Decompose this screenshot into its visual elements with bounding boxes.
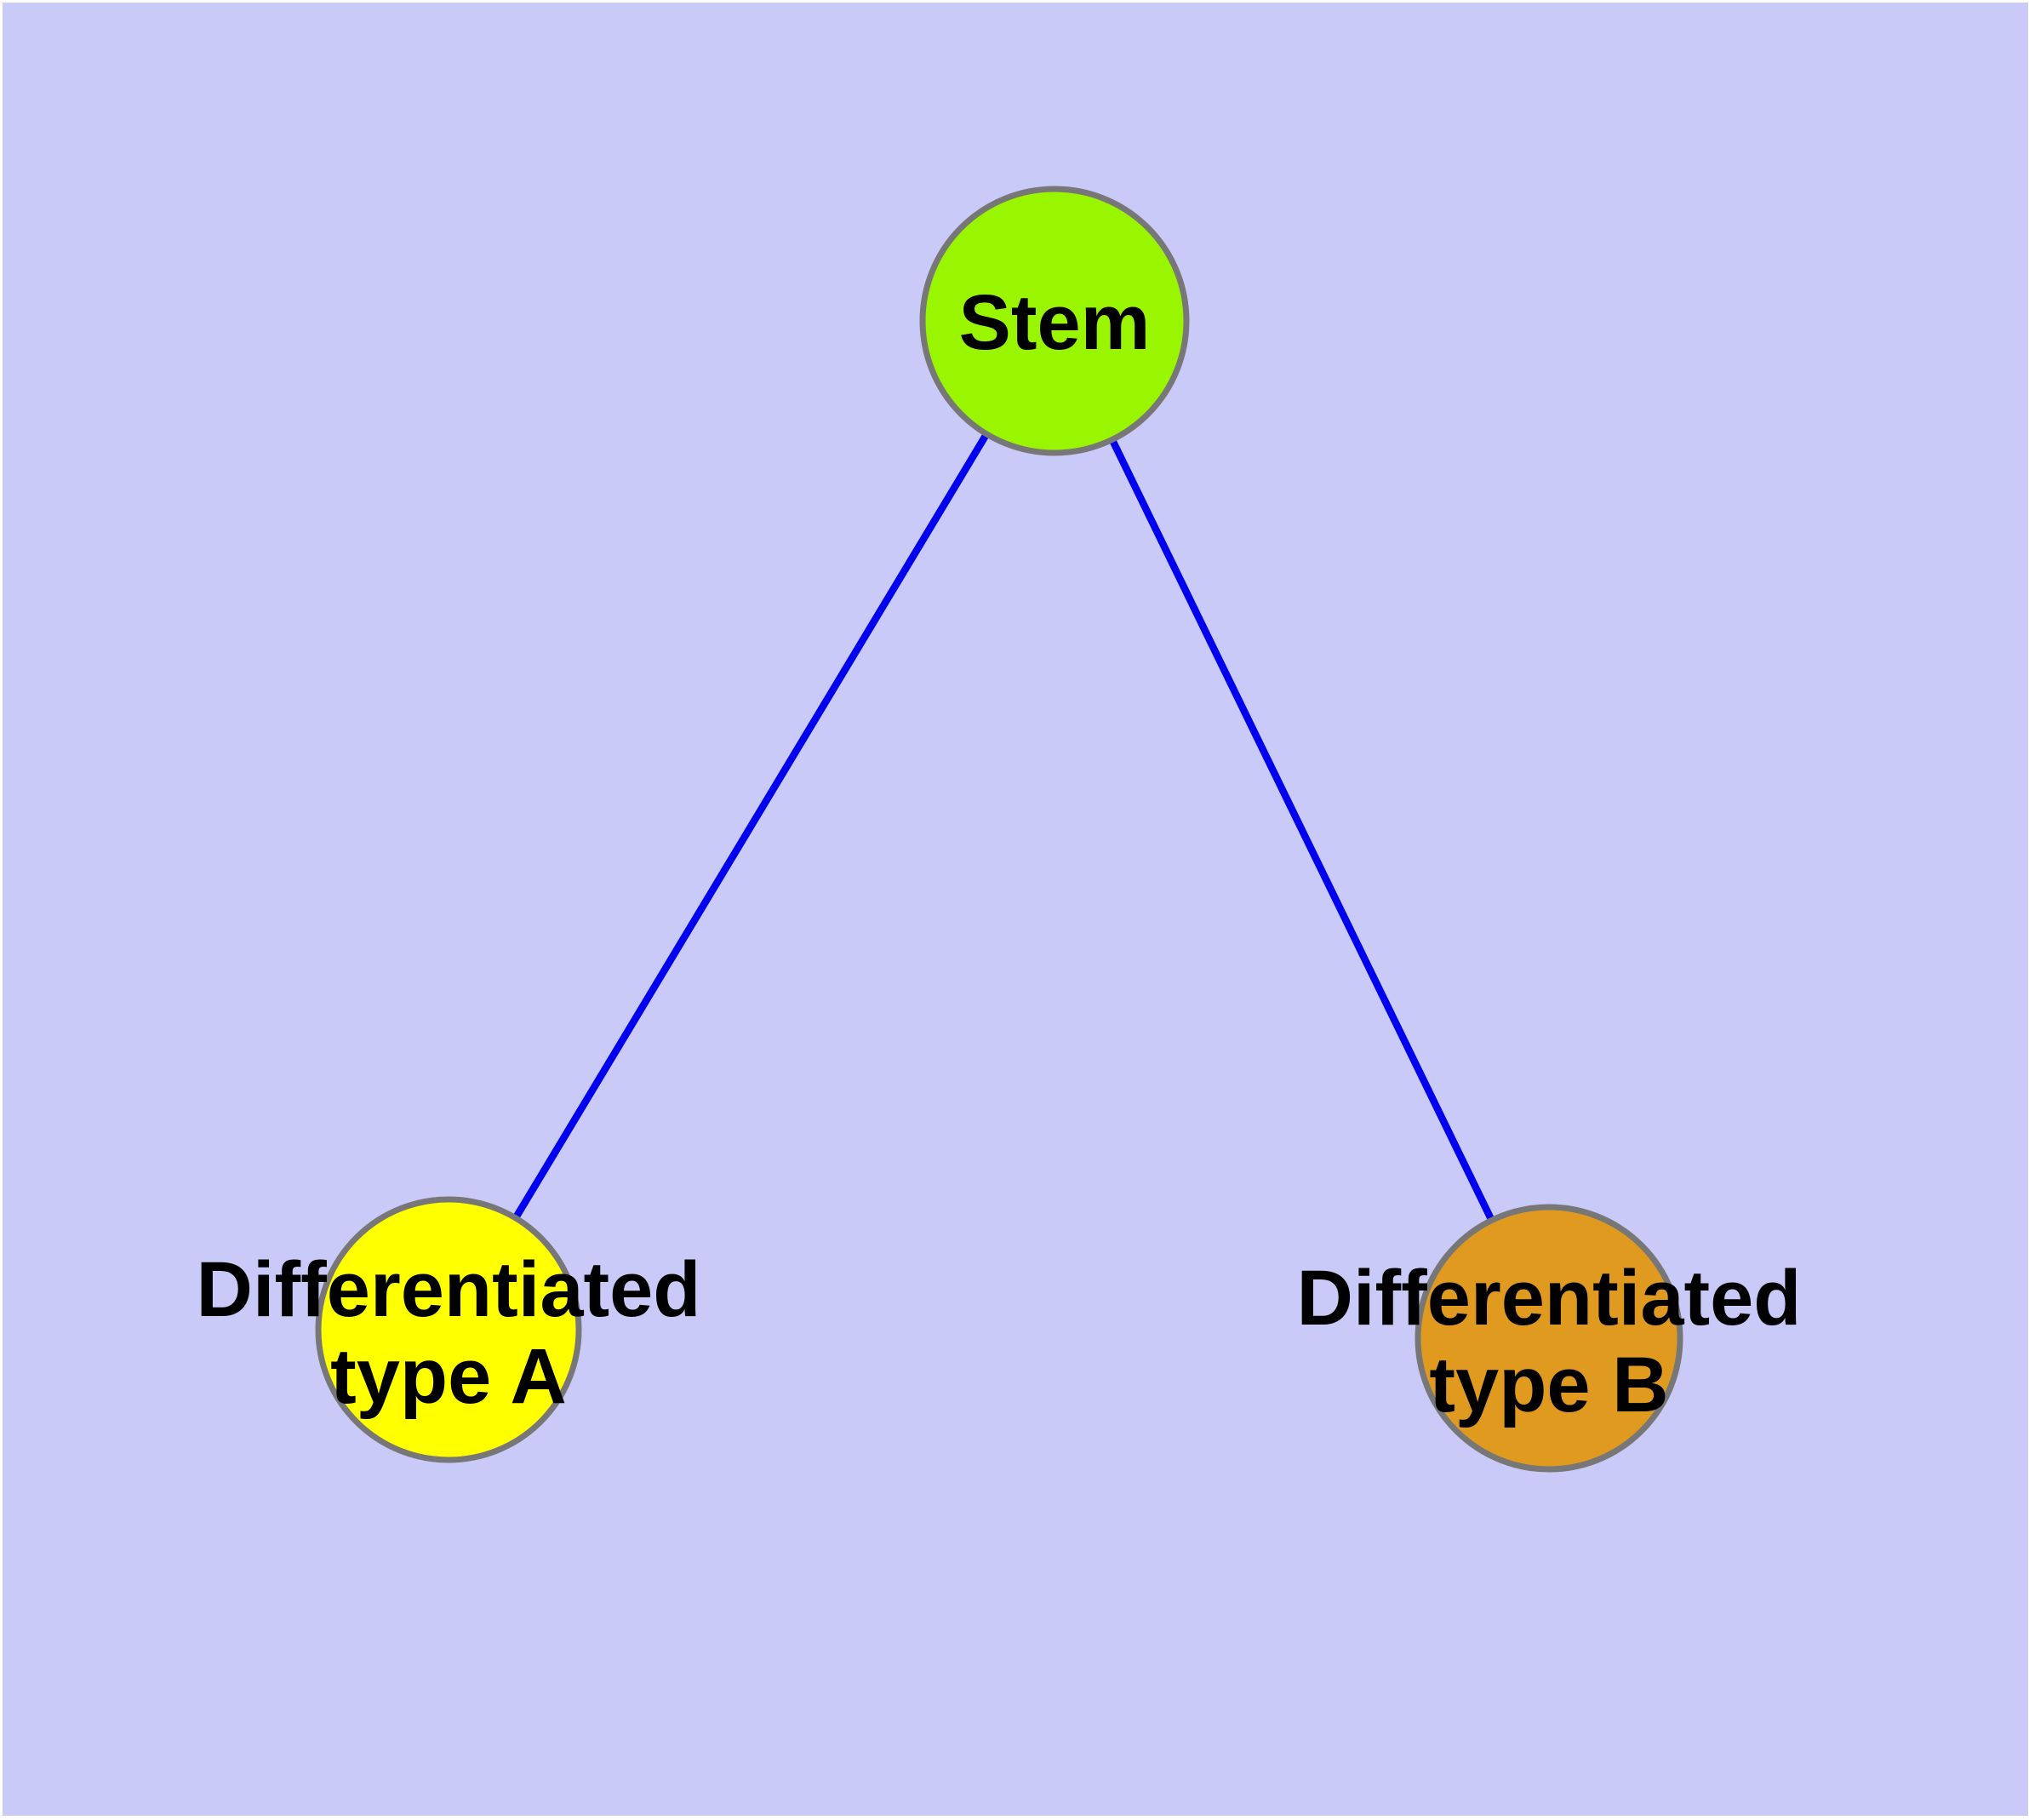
node-type-a: Differentiated type A	[197, 1196, 701, 1463]
node-stem-label: Stem	[959, 279, 1151, 366]
edge-stem-type-b	[1050, 317, 1553, 1342]
node-stem-circle	[919, 186, 1190, 456]
node-type-a-circle	[315, 1196, 582, 1463]
node-type-a-label-line1: Differentiated	[197, 1246, 701, 1333]
node-type-b-label-line2: type B	[1429, 1342, 1668, 1428]
node-type-b-circle	[1415, 1204, 1683, 1473]
node-type-b-label-line1: Differentiated	[1297, 1255, 1802, 1342]
node-type-b: Differentiated type B	[1297, 1204, 1802, 1473]
node-stem: Stem	[919, 186, 1190, 456]
node-type-a-label-line2: type A	[330, 1333, 567, 1420]
edge-stem-type-a	[444, 317, 1059, 1334]
